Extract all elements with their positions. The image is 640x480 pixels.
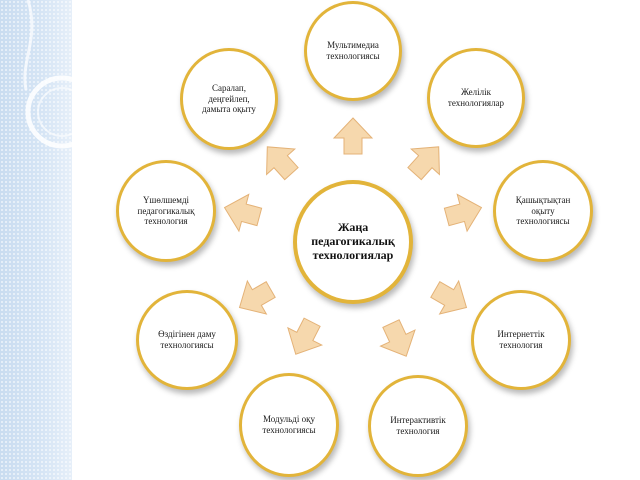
arrow-down-right-lower-icon xyxy=(379,319,416,357)
center-node: Жаңа педагогикалық технологиялар xyxy=(293,180,413,304)
node-interactive-label: Интерактивтік технология xyxy=(390,415,446,436)
node-3d-label: Үшөлшемді педагогикалық технология xyxy=(137,194,195,227)
node-multimedia-label: Мультимедиа технологиясы xyxy=(326,40,380,61)
node-differentiated: Саралап, деңгейлеп, дамыта оқыту xyxy=(180,48,278,150)
node-differentiated-label: Саралап, деңгейлеп, дамыта оқыту xyxy=(202,82,256,115)
arrow-left-icon xyxy=(223,193,263,233)
node-self-development: Өздігінен даму технологиясы xyxy=(136,290,238,390)
arrow-up-left-icon xyxy=(266,146,299,181)
arrow-up-icon xyxy=(332,117,374,155)
node-distance-learning-label: Қашықтықтан оқыту технологиясы xyxy=(515,194,571,227)
arrow-down-right-icon xyxy=(430,279,468,315)
decorative-swirl-icon xyxy=(23,0,90,149)
node-network: Желілік технологиялар xyxy=(427,48,525,148)
arrow-down-left-icon xyxy=(238,279,276,315)
node-distance-learning: Қашықтықтан оқыту технологиясы xyxy=(493,160,593,262)
node-interactive: Интерактивтік технология xyxy=(368,375,468,477)
node-modular-label: Модульді оқу технологиясы xyxy=(262,414,316,435)
node-network-label: Желілік технологиялар xyxy=(447,87,505,108)
node-internet-label: Интернеттік технология xyxy=(497,329,545,350)
node-modular: Модульді оқу технологиясы xyxy=(239,373,339,477)
arrow-down-left-lower-icon xyxy=(287,317,324,355)
node-multimedia: Мультимедиа технологиясы xyxy=(304,1,402,101)
arrow-up-right-icon xyxy=(407,146,440,181)
center-label: Жаңа педагогикалық технологиялар xyxy=(311,220,395,262)
node-3d: Үшөлшемді педагогикалық технология xyxy=(116,160,216,262)
arrow-right-icon xyxy=(443,193,483,233)
node-internet: Интернеттік технология xyxy=(471,290,571,390)
node-self-development-label: Өздігінен даму технологиясы xyxy=(158,329,216,350)
